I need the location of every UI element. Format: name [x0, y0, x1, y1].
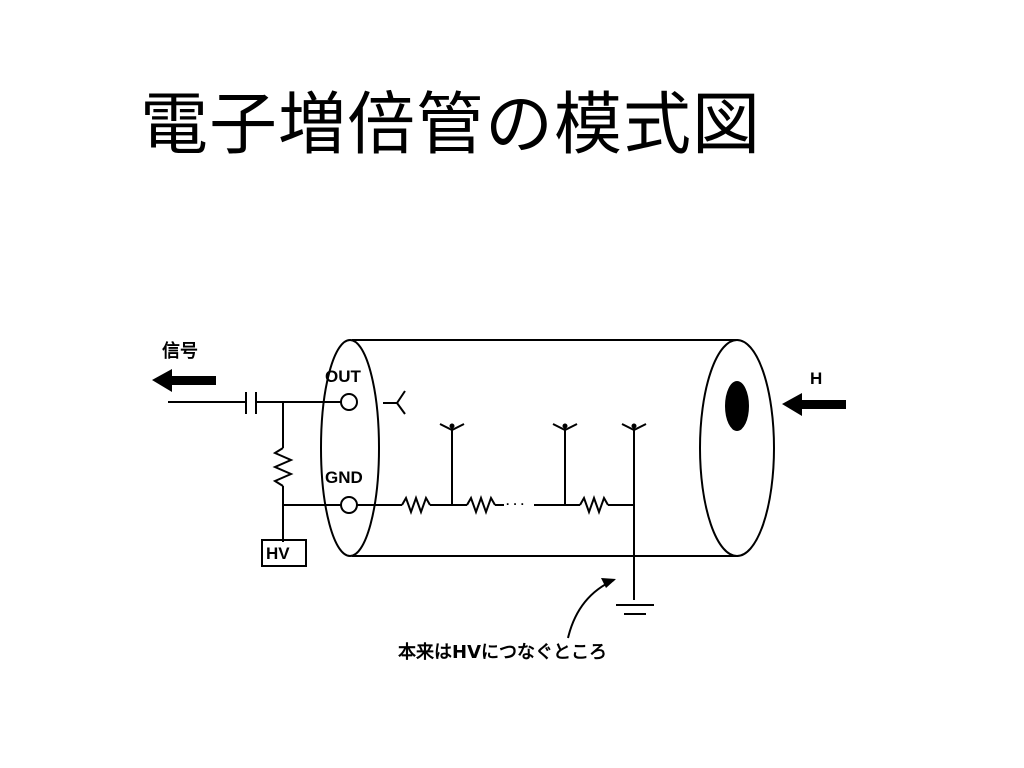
slide-title: 電子増倍管の模式図	[140, 86, 762, 165]
out-label: OUT	[325, 367, 362, 386]
divider-dots: · · ·	[506, 497, 525, 511]
tube-left-end	[320, 339, 380, 557]
annotation-arrow	[567, 579, 615, 639]
gnd-label: GND	[325, 468, 363, 487]
dynode-1-dot	[449, 423, 455, 429]
electron-symbol	[383, 390, 406, 404]
tube-body	[320, 339, 775, 557]
annotation-label: 本来はHVにつなぐところ	[398, 641, 607, 663]
signal-arrow-icon	[152, 369, 216, 392]
dynode-2	[552, 423, 578, 505]
light-arrow-icon	[782, 393, 846, 416]
hv-label: HV	[266, 544, 290, 563]
electron-tail	[396, 402, 406, 415]
light-label: H	[810, 369, 822, 388]
out-connector	[340, 393, 358, 411]
tube-right-end	[699, 339, 775, 557]
dynode-3	[621, 423, 647, 600]
signal-label: 信号	[162, 340, 198, 362]
divider-resistor-1	[401, 495, 431, 515]
dynode-2-dot	[562, 423, 568, 429]
gnd-connector	[340, 496, 358, 514]
dynode-3-dot	[631, 423, 637, 429]
divider-resistor-3	[579, 495, 609, 515]
hv-box	[261, 539, 307, 567]
divider-resistor-2	[466, 495, 496, 515]
bias-resistor	[272, 447, 294, 487]
photocathode-spot	[725, 381, 749, 431]
annotation-arrow-head	[601, 578, 616, 588]
dynode-1	[439, 423, 465, 505]
